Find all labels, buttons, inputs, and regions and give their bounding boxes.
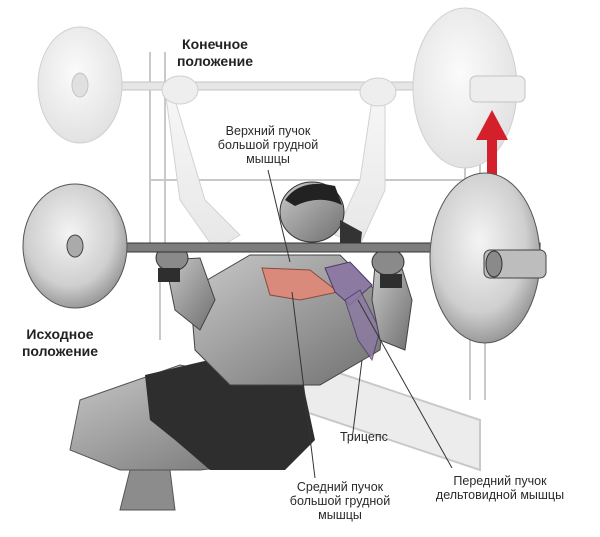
start-position-barbell: [22, 172, 547, 344]
front-deltoid-label: Передний пучок дельтовидной мышцы: [435, 474, 565, 502]
label-leader-lines: [267, 169, 453, 479]
end-position-label: Конечное положение: [176, 36, 254, 69]
triceps-label: Трицепс: [340, 430, 388, 444]
upper-pectoral-label: Верхний пучок большой грудной мышцы: [217, 124, 319, 166]
athlete-figure: [69, 181, 413, 511]
middle-pectoral-label: Средний пучок большой грудной мышцы: [289, 480, 391, 522]
start-position-label: Исходное положение: [21, 326, 99, 359]
end-position-barbell: [37, 7, 526, 251]
